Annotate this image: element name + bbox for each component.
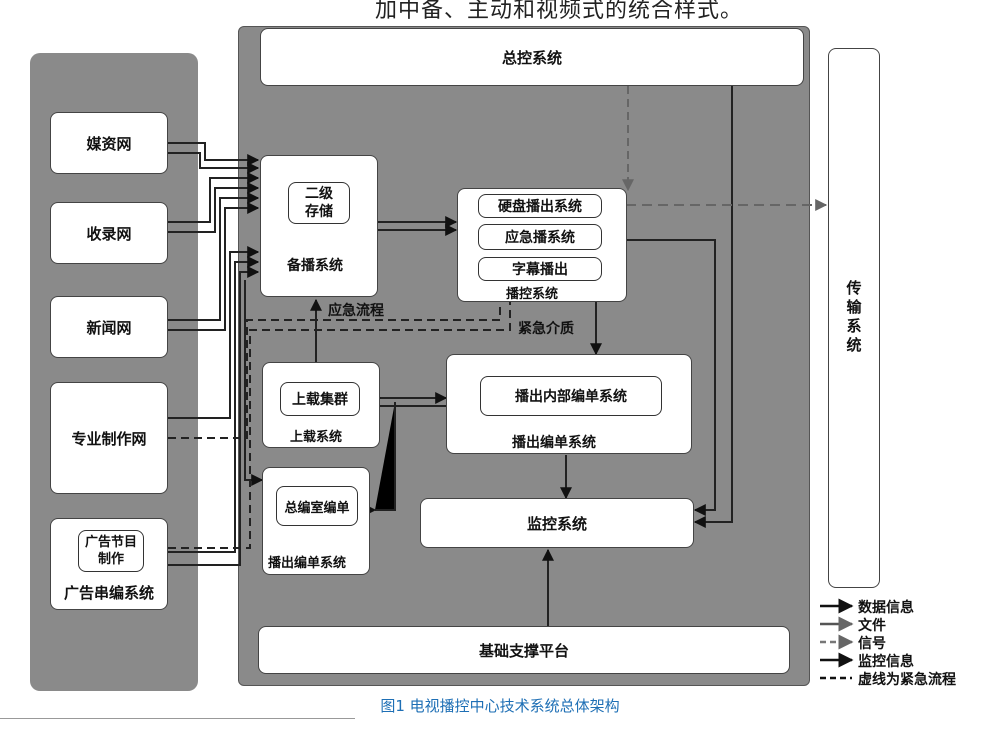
- upload-system-label: 上载系统: [290, 430, 343, 445]
- news-net-box: 新闻网: [50, 296, 168, 358]
- emergency-media-label: 紧急介质: [518, 321, 574, 337]
- legend-monitor-info: 监控信息: [858, 654, 914, 670]
- play-control-label: 播控系统: [506, 287, 559, 302]
- top-cropped-text: 加中备、主动和视频式的统合样式。: [375, 0, 744, 23]
- legend-file: 文件: [858, 618, 886, 634]
- record-net-box: 收录网: [50, 202, 168, 264]
- transmission-box: 传输系统: [828, 48, 880, 588]
- legend-data-info: 数据信息: [858, 600, 914, 616]
- legend-emergency-dashed: 虚线为紧急流程: [858, 672, 956, 688]
- figure-caption: 图1 电视播控中心技术系统总体架构: [380, 697, 620, 715]
- backup-play-label: 备播系统: [287, 258, 343, 274]
- inner-edit-box: 播出内部编单系统: [480, 376, 662, 416]
- play-edit-sys-label: 播出编单系统: [268, 556, 347, 571]
- ad-production-box: 广告节目制作: [78, 530, 144, 572]
- emergency-play-box: 应急播系统: [478, 224, 602, 250]
- upload-cluster-box: 上载集群: [280, 382, 360, 416]
- monitor-box: 监控系统: [420, 498, 694, 548]
- ad-series-label: 广告串编系统: [63, 584, 154, 602]
- head-edit-box: 总编室编单: [276, 486, 358, 526]
- secondary-storage-box: 二级存储: [288, 182, 350, 224]
- footnote-divider: [0, 718, 355, 719]
- backup-play-box: [260, 155, 378, 297]
- master-control-box: 总控系统: [260, 28, 804, 86]
- transmission-label: 传输系统: [844, 280, 863, 356]
- disk-play-box: 硬盘播出系统: [478, 194, 602, 218]
- play-edit-label: 播出编单系统: [512, 435, 596, 451]
- legend-signal: 信号: [858, 636, 886, 652]
- prod-net-box: 专业制作网: [50, 382, 168, 494]
- subtitle-play-box: 字幕播出: [478, 257, 602, 281]
- support-platform-box: 基础支撑平台: [258, 626, 790, 674]
- media-net-box: 媒资网: [50, 112, 168, 174]
- emergency-flow-label: 应急流程: [328, 303, 384, 319]
